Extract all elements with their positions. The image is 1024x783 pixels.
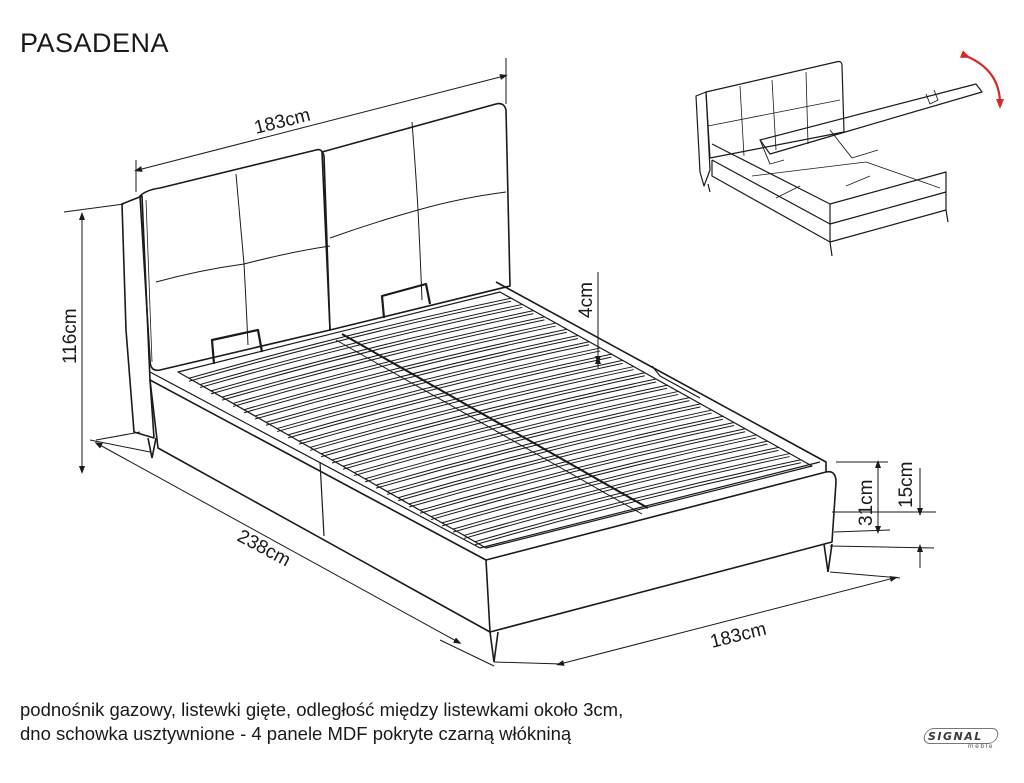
slat [265,341,590,423]
dim-line-front-width [556,576,898,666]
slat [419,428,746,511]
main-bed [121,102,837,633]
slat [463,456,790,539]
slat [221,316,545,398]
slat [298,359,623,442]
slat [441,443,768,527]
description-line-2: dno schowka usztywnione - 4 panele MDF p… [20,723,572,744]
leg-front-right [823,543,833,573]
slat [287,356,612,439]
headboard-tufting [155,121,507,346]
leg-front-left [489,631,499,663]
slat [188,297,512,379]
label-leg-height: 15cm [896,462,917,508]
handle-right [380,282,432,319]
label-frame-height: 31cm [856,480,877,526]
slat [276,347,601,430]
description-line-1: podnośnik gazowy, listewki gięte, odległ… [20,699,624,720]
logo-sub: meble [967,743,994,750]
slat [243,328,567,411]
slat [199,306,523,389]
inset-headboard-side [695,91,711,187]
slat [441,440,768,524]
slat [199,303,523,386]
frame-right-back [495,281,827,472]
slat [254,338,579,420]
slat [474,462,801,546]
slat [254,335,579,417]
slat [276,350,601,433]
slat [430,434,757,518]
storage-bed-inset [695,60,983,257]
inset-headboard-front [705,60,845,159]
dimension-lines [63,58,936,667]
product-title: PASADENA [20,28,170,58]
slat [452,449,779,533]
inset-lifted-frame [759,83,983,155]
headboard-front [139,148,331,372]
slat [463,453,790,536]
handle-left [210,328,264,365]
label-length: 238cm [234,526,294,571]
slat [298,362,623,445]
slat [265,344,590,426]
rotation-arrow-icon [959,50,1004,109]
label-height: 116cm [60,308,81,364]
slat [232,325,556,407]
slat [419,431,746,514]
slat [210,310,534,392]
slat [221,319,545,401]
slat [188,300,512,382]
slats [188,297,801,546]
label-headboard-width: 183cm [252,105,312,139]
slat [474,459,801,543]
slat [320,372,645,455]
slat [287,353,612,436]
frame-left-side [149,379,491,633]
dim-line-headboard-width [134,74,508,172]
slat [210,313,534,395]
inset-storage-box [711,143,947,225]
dim-line-length [94,442,462,644]
slat [243,331,567,414]
slat [430,437,757,521]
slat [309,369,634,451]
leg-back-left [147,437,157,459]
slat [309,366,634,448]
label-slat-height: 4cm [576,282,597,318]
logo-brand: SIGNAL [928,730,983,743]
brand-logo: SIGNAL meble [921,728,1001,754]
slat [232,322,556,404]
slat [452,446,779,530]
headboard-side-panel [121,195,155,439]
